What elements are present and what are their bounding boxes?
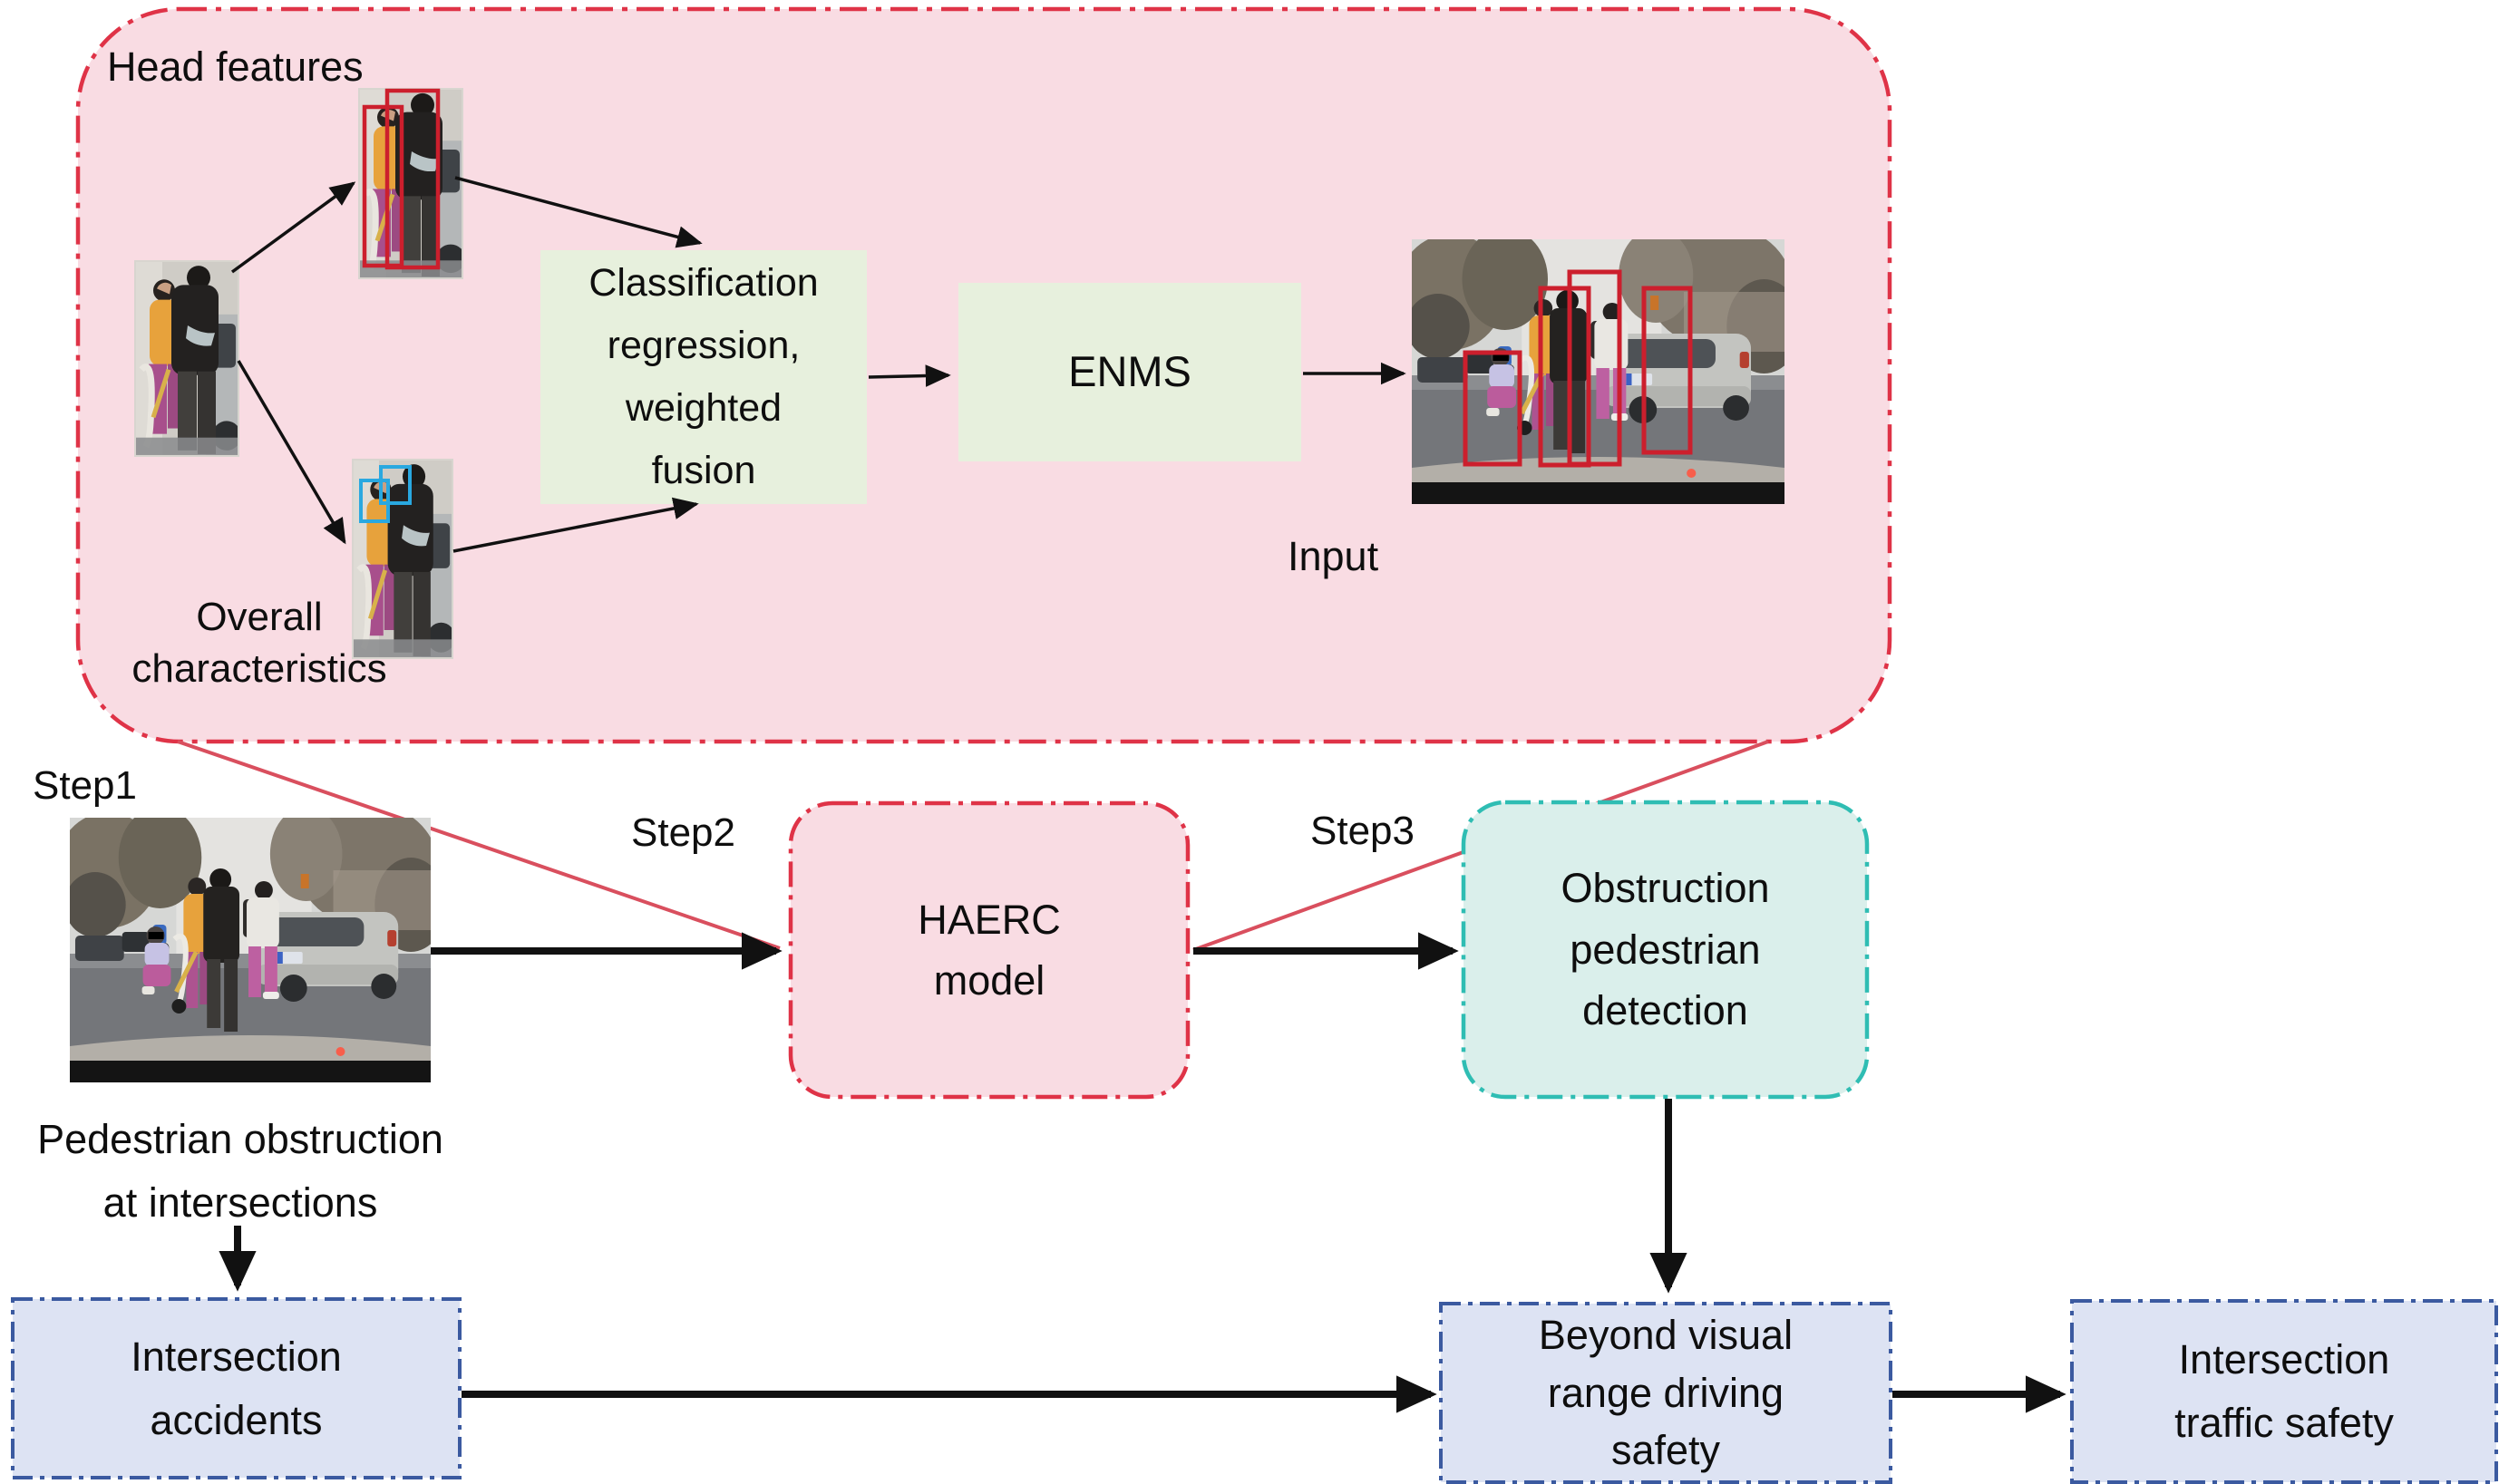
head-region-box-cyan xyxy=(379,465,412,505)
intersection-traffic-label: Intersection traffic safety xyxy=(2174,1336,2394,1446)
obstruction-detection-label: Obstruction pedestrian detection xyxy=(1561,865,1770,1034)
classification-box-label: Classification regression, weighted fusi… xyxy=(588,261,819,492)
step1-label: Step1 xyxy=(33,763,137,808)
haerc-model-box xyxy=(788,800,1191,1100)
intersection-traffic-box xyxy=(2070,1299,2498,1484)
input-label: Input xyxy=(1288,533,1379,579)
funnel-line-left xyxy=(177,740,781,950)
source-pedestrian-crop xyxy=(134,259,239,457)
head-features-crop xyxy=(358,88,463,280)
haerc-model-label: HAERC model xyxy=(918,896,1061,1004)
arrow-overall-to-classification xyxy=(452,497,699,553)
head-detection-box xyxy=(362,104,404,268)
detection-result-boxes xyxy=(1463,269,1693,468)
enms-box-label: ENMS xyxy=(1068,347,1191,396)
arrow-classification-to-enms xyxy=(868,364,951,387)
arrow-source-to-overall xyxy=(237,360,346,545)
overall-characteristics-crop xyxy=(352,458,453,660)
beyond-visual-label: Beyond visual range driving safety xyxy=(1538,1311,1794,1474)
pedestrian-obstruction-label: Pedestrian obstruction at intersections xyxy=(37,1116,443,1226)
intersection-accidents-box xyxy=(11,1297,462,1479)
obstruction-detection-box xyxy=(1461,800,1870,1100)
step1-scene-photo xyxy=(55,803,447,1082)
enms-box xyxy=(958,283,1301,461)
intersection-accidents-label: Intersection accidents xyxy=(131,1333,342,1443)
arrow-source-to-head xyxy=(230,181,356,274)
head-detection-box xyxy=(384,88,441,270)
overall-characteristics-label: Overall characteristics xyxy=(131,595,387,692)
step2-label: Step2 xyxy=(631,810,735,855)
head-features-label: Head features xyxy=(107,44,364,90)
step3-label: Step3 xyxy=(1310,809,1415,853)
main-flow-arrows xyxy=(219,932,2066,1413)
beyond-visual-box xyxy=(1439,1302,1892,1484)
classification-box xyxy=(540,250,867,504)
arrow-head-to-classification xyxy=(454,176,703,248)
head-region-box-cyan xyxy=(359,479,390,523)
expanded-view-arrows xyxy=(230,176,1406,553)
